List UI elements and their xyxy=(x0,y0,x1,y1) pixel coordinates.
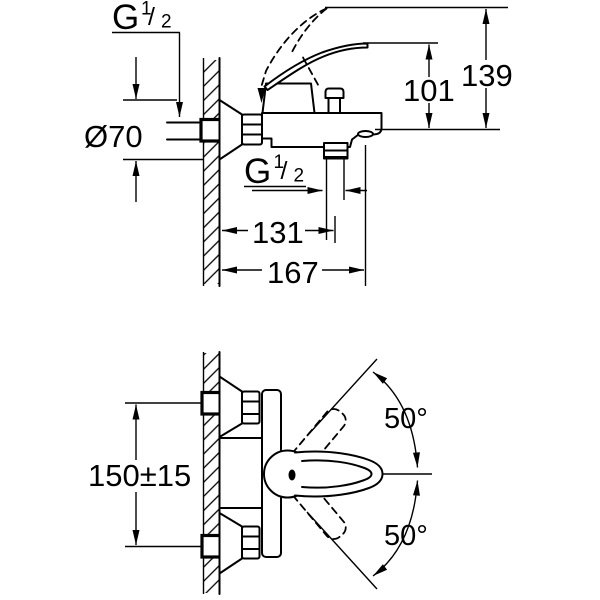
label-thread-top-g: G xyxy=(112,0,139,37)
label-height-101: 101 xyxy=(403,73,455,108)
dim-spacing-150: 150±15 xyxy=(88,402,201,548)
upper-union xyxy=(200,375,261,438)
lever-dot xyxy=(288,469,296,481)
dim-height-139: 139 xyxy=(325,6,513,131)
escutcheon-cone xyxy=(218,99,243,161)
escutcheon-cone xyxy=(218,375,243,438)
lever-raised-dashed xyxy=(257,7,328,103)
label-offset-131: 131 xyxy=(252,215,304,250)
dim-projection-167: 167 xyxy=(222,145,367,290)
dim-diameter-70: Ø70 xyxy=(84,57,203,202)
top-view-side-elevation: G 1 / 2 Ø70 101 139 xyxy=(84,0,513,290)
supply-pipe-stub xyxy=(166,121,202,141)
body-back-block xyxy=(220,437,269,509)
lever-plan-fill xyxy=(295,451,383,497)
hex-nut xyxy=(241,390,261,425)
spout-aerator xyxy=(357,130,374,138)
label-thread-top-den: 2 xyxy=(161,12,172,33)
cartridge-cap xyxy=(261,82,316,114)
wall-hatching xyxy=(203,60,220,284)
lower-union xyxy=(200,512,261,575)
label-thread-top-num: 1 xyxy=(141,0,152,20)
label-projection-167: 167 xyxy=(267,255,319,290)
dim-angle-lower-50: 50° xyxy=(306,480,428,590)
label-thread-bot-num: 1 xyxy=(274,152,285,173)
label-diameter-70: Ø70 xyxy=(84,119,143,154)
label-spacing-150: 150±15 xyxy=(88,458,191,493)
escutcheon-cone xyxy=(218,512,243,575)
dim-angle-upper-50: 50° xyxy=(306,358,428,468)
dim-thread-top: G 1 / 2 xyxy=(112,0,183,117)
hex-nut xyxy=(241,525,261,560)
label-thread-bot-slash: / xyxy=(281,157,288,185)
motion-arrowhead xyxy=(257,88,266,103)
hex-nut xyxy=(241,113,263,146)
label-thread-top-slash: / xyxy=(148,3,155,31)
diverter-knob xyxy=(324,87,345,114)
lever-handle xyxy=(263,42,369,91)
label-thread-bot-g: G xyxy=(244,152,271,191)
label-angle-lower: 50° xyxy=(384,520,428,552)
wall-section-top xyxy=(202,57,221,287)
label-height-139: 139 xyxy=(461,58,513,93)
dim-offset-131: 131 xyxy=(222,215,336,250)
dim-thread-bottom: G 1 / 2 xyxy=(244,152,367,194)
mixer-body xyxy=(261,112,383,148)
dim-height-101: 101 xyxy=(363,42,455,128)
label-angle-upper: 50° xyxy=(384,403,428,435)
label-thread-bot-den: 2 xyxy=(294,166,305,187)
lever-plan-inner-contour xyxy=(301,459,373,489)
bottom-view-plan: 50° 50° 150±15 xyxy=(88,351,432,595)
shower-outlet xyxy=(323,142,349,240)
